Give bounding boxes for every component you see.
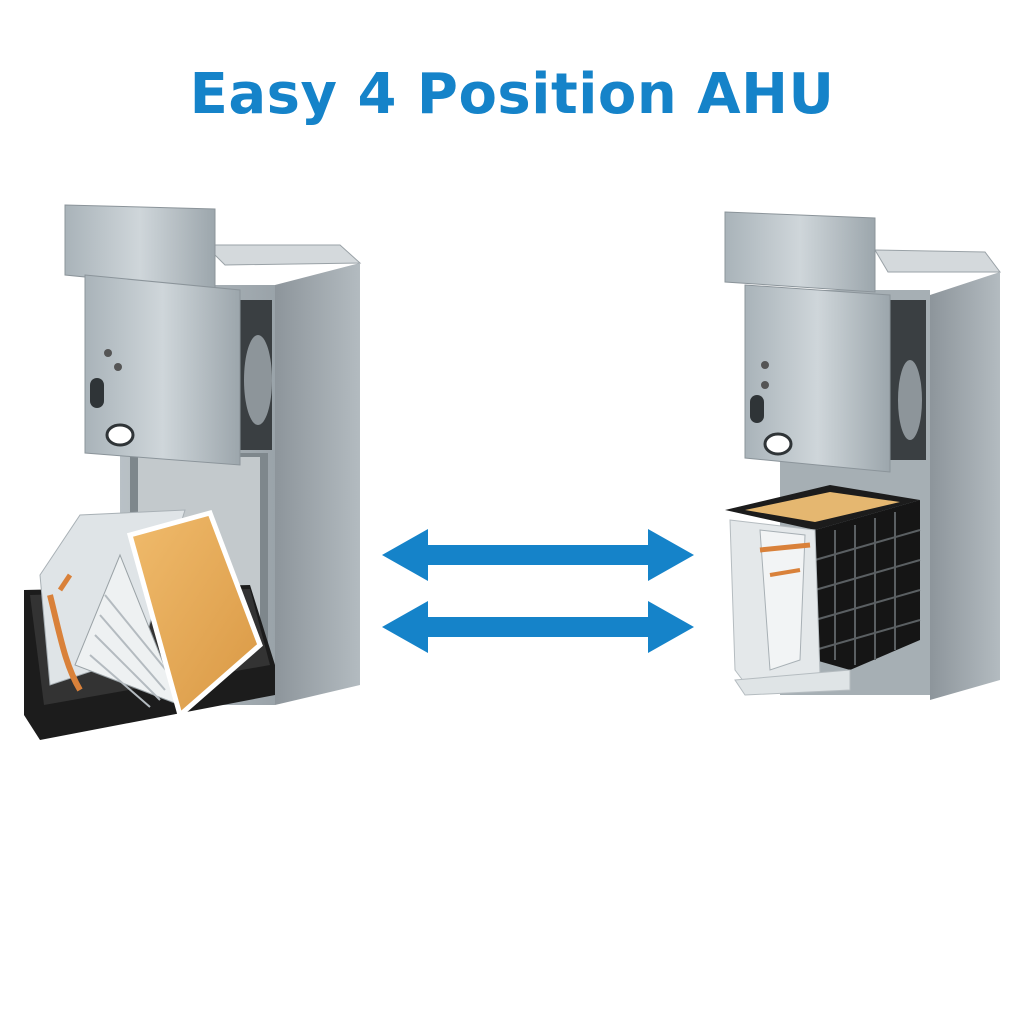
double-arrows-icon bbox=[378, 525, 696, 660]
ahu-right-illustration bbox=[710, 200, 1010, 720]
page-title: Easy 4 Position AHU bbox=[189, 62, 835, 127]
ahu-left-illustration bbox=[20, 195, 370, 775]
